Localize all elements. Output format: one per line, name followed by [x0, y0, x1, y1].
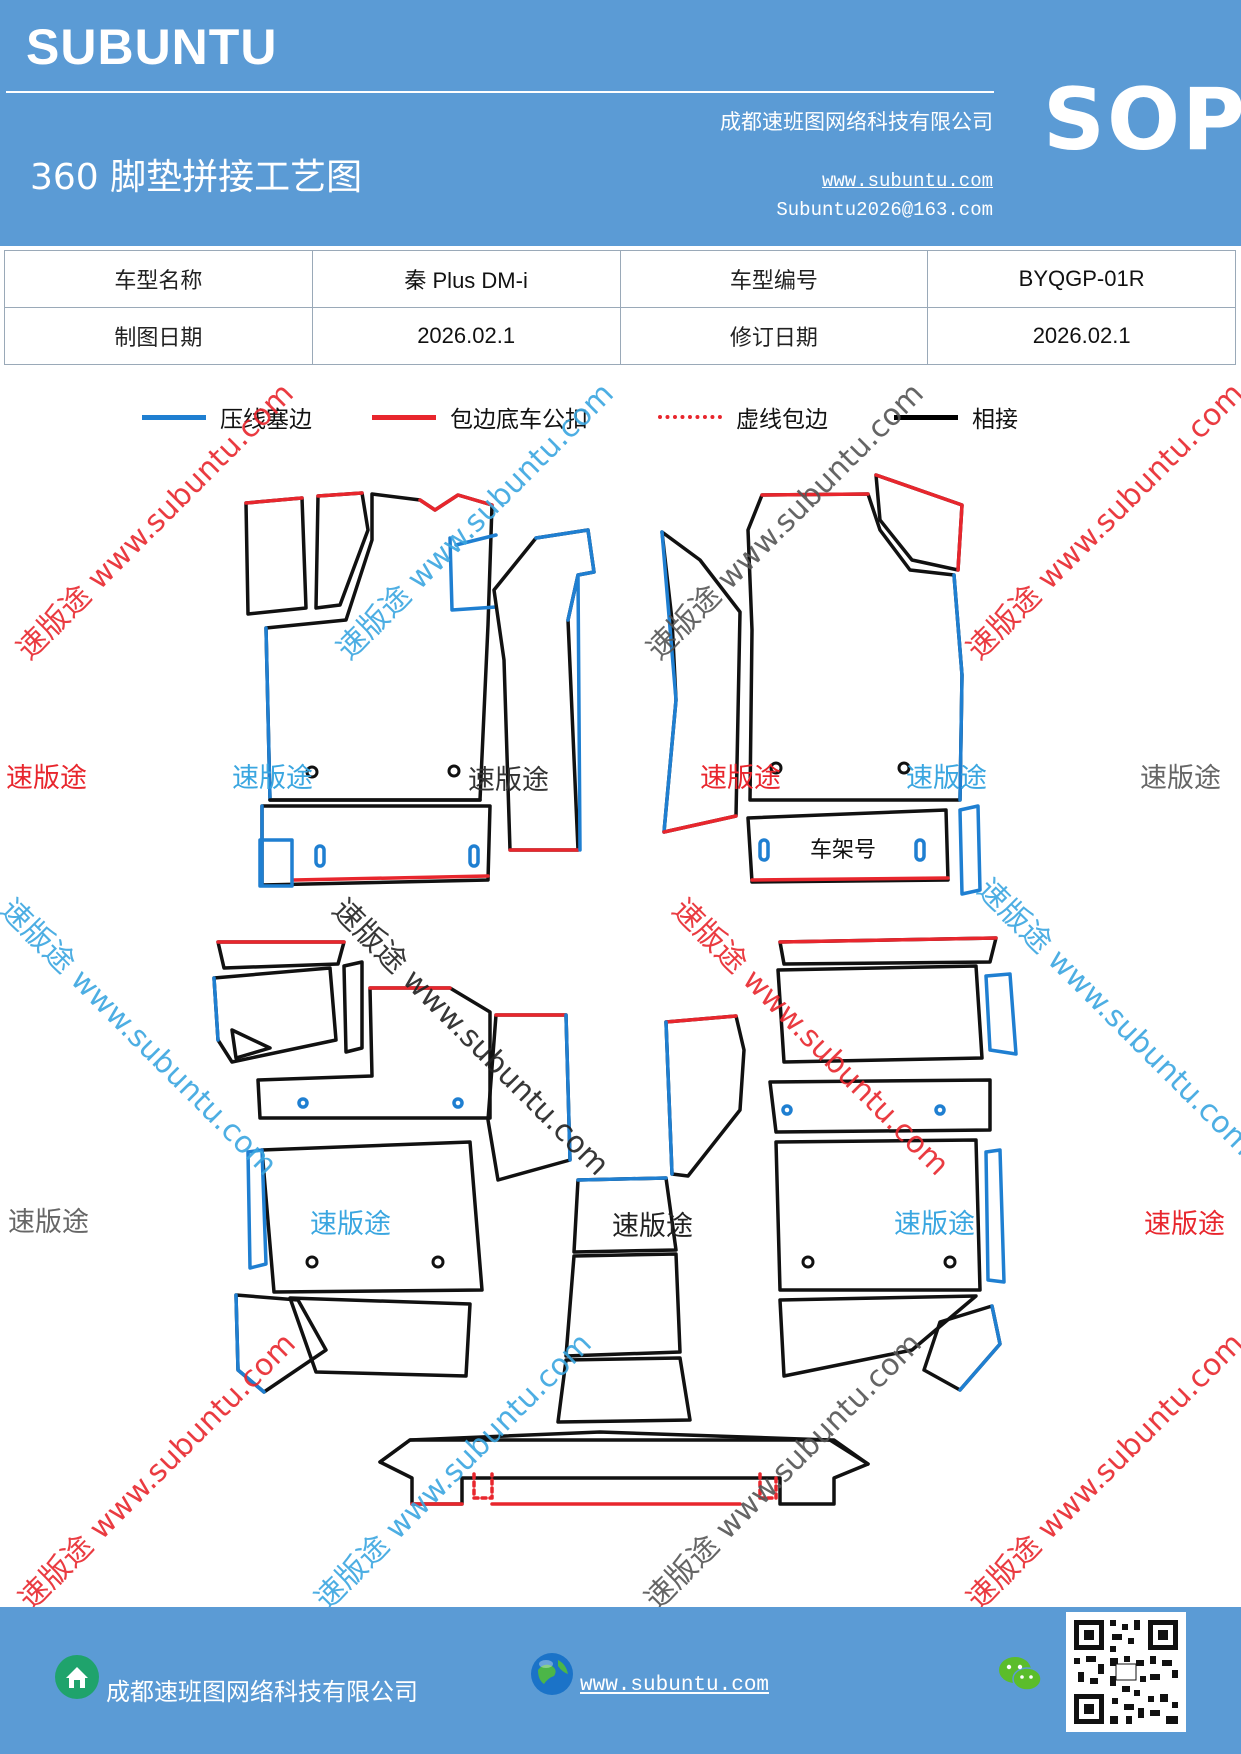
header-divider: [6, 91, 994, 93]
legend-swatch-red-dotted: [658, 415, 722, 419]
legend-label: 压线塞边: [220, 407, 312, 433]
rear-right-mat: [664, 936, 1018, 1392]
header-website-link[interactable]: www.subuntu.com: [821, 170, 993, 192]
legend-label: 相接: [972, 407, 1018, 433]
header-company: 成都速班图网络科技有限公司: [720, 110, 993, 134]
rear-crossbar-mat: [378, 1430, 870, 1506]
table-row: 车型名称 秦 Plus DM-i 车型编号 BYQGP-01R: [4, 250, 1236, 308]
legend-wrap-seam: 包边底车公扣: [372, 402, 588, 433]
floor-mat-diagram: 车架号: [212, 473, 1018, 1506]
model-name-label: 车型名称: [4, 250, 313, 308]
page-title: 360 脚垫拼接工艺图: [30, 157, 363, 198]
sop-badge: SOP: [1043, 70, 1241, 170]
footer-website-link[interactable]: www.subuntu.com: [580, 1674, 770, 1697]
home-icon: [55, 1655, 99, 1699]
model-code-label: 车型编号: [619, 250, 929, 308]
wechat-icon[interactable]: [996, 1652, 1044, 1696]
qr-code: [1066, 1612, 1186, 1732]
model-code-value: BYQGP-01R: [927, 250, 1236, 308]
header-banner: [0, 0, 1241, 246]
legend-swatch-red: [372, 414, 436, 420]
draw-date-label: 制图日期: [4, 307, 313, 365]
center-tunnel-mat: [556, 1176, 692, 1424]
revise-date-value: 2026.02.1: [927, 307, 1236, 365]
legend-join: 相接: [894, 402, 1018, 433]
draw-date-value: 2026.02.1: [311, 307, 621, 365]
frame-number-label: 车架号: [810, 838, 876, 863]
legend-label: 包边底车公扣: [450, 407, 588, 433]
legend-swatch-blue: [142, 414, 206, 420]
brand-logo: SUBUNTU: [26, 19, 278, 75]
header-email[interactable]: Subuntu2026@163.com: [776, 199, 993, 221]
legend-press-seam: 压线塞边: [142, 402, 312, 433]
legend-swatch-black: [894, 414, 958, 420]
info-table: 车型名称 秦 Plus DM-i 车型编号 BYQGP-01R 制图日期 202…: [4, 250, 1236, 365]
front-left-mat: [244, 491, 596, 888]
table-row: 制图日期 2026.02.1 修订日期 2026.02.1: [4, 307, 1236, 365]
globe-icon: [531, 1653, 573, 1695]
legend-dotted-wrap: 虚线包边: [658, 402, 828, 433]
revise-date-label: 修订日期: [619, 307, 929, 365]
legend-label: 虚线包边: [736, 407, 828, 433]
model-name-value: 秦 Plus DM-i: [311, 250, 621, 308]
front-right-mat: [660, 473, 982, 896]
footer-company: 成都速班图网络科技有限公司: [106, 1678, 418, 1706]
rear-left-mat: [212, 940, 572, 1394]
